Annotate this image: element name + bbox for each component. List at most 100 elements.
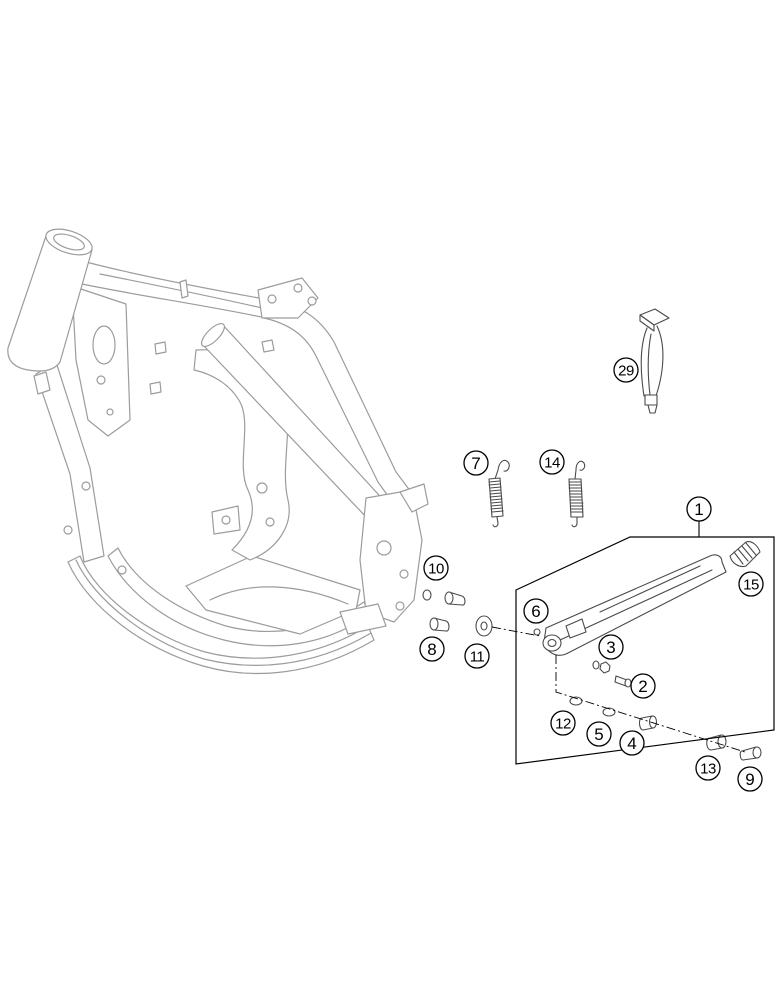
callout-7-circle	[463, 450, 489, 476]
callout-9-circle	[737, 766, 763, 792]
tool-stem	[644, 394, 658, 406]
bushing-4-face	[648, 715, 658, 729]
spring-14-bottom-hook	[571, 516, 578, 528]
callout-1-label: 1	[694, 500, 703, 519]
frame-main-spar-tube-end	[200, 322, 226, 348]
swingarm-plate-hole	[395, 601, 405, 611]
rubber-foot-15	[729, 541, 761, 568]
callout-13: 13	[695, 755, 721, 781]
frame-top-rail-crease	[99, 273, 263, 309]
side-stand	[542, 554, 727, 656]
frame-front-down-tube	[35, 361, 105, 563]
callout-6-label: 6	[531, 602, 540, 621]
callout-15-circle	[738, 571, 764, 597]
callout-6: 6	[523, 598, 549, 624]
callout-11-label: 11	[470, 648, 485, 665]
steering-head-tube	[7, 228, 93, 372]
frame-outer-cradle-rail	[67, 555, 375, 675]
callout-13-label: 13	[700, 760, 716, 777]
bolt-10-head	[444, 591, 454, 605]
callout-8-circle	[419, 636, 445, 662]
assembly-axis-upper	[491, 626, 541, 637]
frame-cradle-boss	[63, 525, 73, 535]
callout-14: 14	[539, 449, 565, 475]
callout-7-label: 7	[471, 454, 480, 473]
tank-bracket-bolt	[267, 294, 277, 304]
bolt-9-head	[752, 746, 762, 759]
frame-down-tube-boss	[81, 481, 91, 491]
part-6	[533, 628, 541, 636]
callout-4-circle	[619, 730, 645, 756]
callout-2: 2	[630, 673, 656, 699]
frame-gusset-oval-hole	[92, 325, 116, 365]
callout-11: 11	[464, 643, 490, 669]
side-stand-leg-edge	[599, 565, 701, 613]
swingarm-pivot-hole	[376, 540, 392, 556]
tool-handle-face	[639, 314, 655, 332]
frame-cradle-boss	[117, 565, 127, 575]
spring-7	[488, 459, 510, 528]
swingarm-plate-hole	[399, 569, 409, 579]
callout-8-label: 8	[427, 640, 436, 659]
frame-shock-mount	[399, 483, 429, 513]
side-stand-pivot-bore	[547, 638, 557, 648]
ring-12	[569, 696, 583, 706]
callout-13-circle	[695, 755, 721, 781]
frame-stub	[261, 339, 275, 353]
callout-14-label: 14	[544, 454, 560, 471]
spring-7-top-hook	[494, 459, 510, 480]
callout-9: 9	[737, 766, 763, 792]
head-tube-body	[7, 235, 93, 372]
callout-15-label: 15	[743, 576, 759, 593]
callout-11-circle	[464, 643, 490, 669]
spring-14-top-hook	[574, 460, 586, 480]
callout-6-circle	[523, 598, 549, 624]
callout-4-label: 4	[627, 734, 636, 753]
engine-mount-hole	[221, 515, 231, 525]
callout-2-circle	[630, 673, 656, 699]
spring-14-windings	[568, 481, 584, 513]
callout-29: 29	[613, 357, 639, 383]
callout-10: 10	[423, 555, 449, 581]
o-ring	[422, 589, 432, 601]
tool-shaft	[640, 325, 664, 397]
frame-stub	[154, 341, 167, 355]
callout-29-label: 29	[618, 362, 634, 379]
bolt-8-head	[429, 617, 439, 631]
callout-3-label: 3	[606, 638, 615, 657]
callout-1-circle	[686, 496, 712, 522]
frame-gusset-hole	[96, 375, 106, 385]
rubber-foot-ridges	[733, 542, 757, 565]
motorcycle-frame	[7, 228, 429, 675]
tool-29	[639, 308, 670, 414]
callout-3-circle	[598, 634, 624, 660]
side-stand-hardware	[422, 589, 762, 761]
callout-29-circle	[613, 357, 639, 383]
callout-7: 7	[463, 450, 489, 476]
washer-11-bore	[480, 621, 488, 631]
spring-14	[568, 460, 586, 528]
side-stand-spring-tab	[565, 618, 587, 639]
callout-8: 8	[419, 636, 445, 662]
spring-7-bottom-hook	[492, 516, 499, 528]
callout-5-label: 5	[594, 725, 603, 744]
callout-10-label: 10	[428, 560, 444, 577]
callout-12-label: 12	[555, 715, 571, 732]
frame-stub	[179, 279, 189, 299]
frame-stub	[149, 381, 162, 395]
frame-stub	[33, 371, 51, 395]
callout-15: 15	[738, 571, 764, 597]
callout-12: 12	[550, 710, 576, 736]
part-3-nut	[599, 661, 611, 674]
assembly-axis-lower	[555, 655, 746, 753]
callout-5-circle	[586, 721, 612, 747]
frame-footpeg-bracket	[339, 603, 387, 635]
spring-7-windings	[488, 480, 504, 513]
callout-4: 4	[619, 730, 645, 756]
ring-5	[602, 707, 616, 717]
callout-9-label: 9	[745, 770, 754, 789]
part-3-ring	[592, 660, 600, 670]
engine-mount-hole	[265, 517, 275, 527]
callout-14-circle	[539, 449, 565, 475]
